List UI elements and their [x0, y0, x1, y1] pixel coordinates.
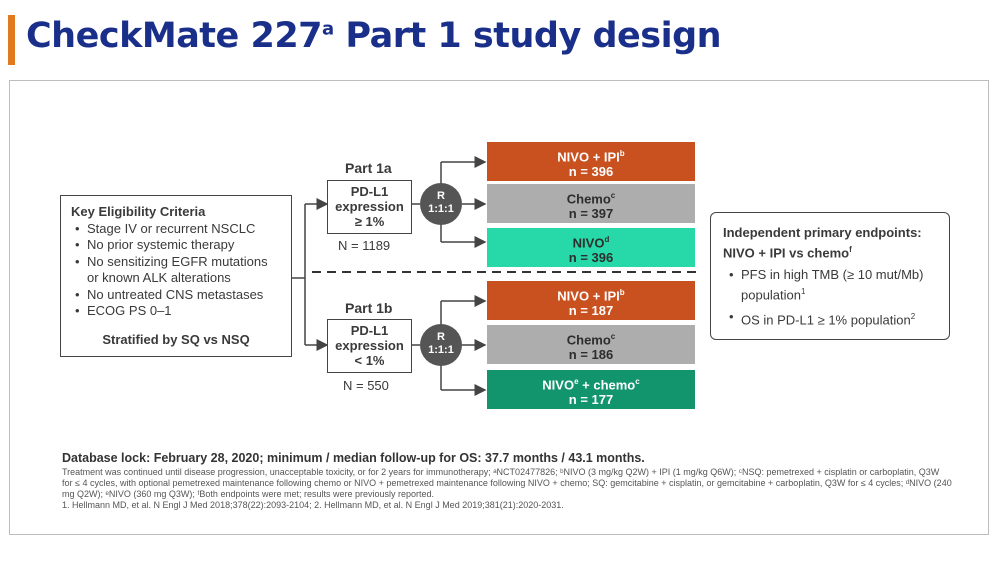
arm-n: n = 396: [568, 164, 614, 180]
endpoints-header-line: NIVO + IPI vs chemo: [723, 244, 850, 260]
eligibility-header: Key Eligibility Criteria: [71, 204, 206, 219]
arm-n: n = 187: [568, 303, 614, 319]
pdl1-label: expression: [335, 338, 404, 353]
pdl1-label: expression: [335, 199, 404, 214]
eligibility-criteria-box: Key Eligibility Criteria Stage IV or rec…: [60, 195, 292, 357]
stratification-note: Stratified by SQ vs NSQ: [102, 331, 250, 347]
part-1a-n: N = 1189: [338, 238, 391, 253]
part-1a-pdl1-box: PD-L1 expression ≥ 1%: [327, 180, 412, 234]
list-item: ECOG PS 0–1: [75, 303, 281, 320]
footnotes: Treatment was continued until disease pr…: [62, 467, 952, 511]
arm-label: Chemo: [566, 191, 611, 207]
list-item: No sensitizing EGFR mutations or known A…: [75, 254, 281, 287]
pdl1-label: PD-L1: [350, 184, 389, 199]
arm-n: n = 186: [568, 347, 614, 363]
list-item: OS in PD-L1 ≥ 1% population2: [729, 309, 937, 329]
part-1a-label: Part 1a: [345, 160, 392, 176]
list-item: PFS in high TMB (≥ 10 mut/Mb) population…: [729, 267, 937, 303]
page-title: CheckMate 227a Part 1 study design: [26, 16, 722, 56]
pdl1-threshold: ≥ 1%: [354, 214, 385, 229]
part-1b-n: N = 550: [343, 378, 389, 393]
part-1a-randomization: R 1:1:1: [420, 183, 462, 225]
diagram-frame: [9, 80, 989, 535]
arm-label: Chemo: [566, 332, 611, 348]
list-item: No untreated CNS metastases: [75, 287, 281, 304]
list-item: No prior systemic therapy: [75, 237, 281, 254]
rand-ratio: 1:1:1: [428, 344, 454, 356]
part-1b-pdl1-box: PD-L1 expression < 1%: [327, 319, 412, 373]
pdl1-threshold: < 1%: [354, 353, 385, 368]
endpoints-header-line: Independent primary endpoints:: [723, 225, 922, 240]
arm-1b-nivo-chemo: NIVOe + chemoc n = 177: [487, 370, 695, 409]
part-1b-randomization: R 1:1:1: [420, 324, 462, 366]
rand-label: R: [437, 331, 445, 343]
endpoints-header: Independent primary endpoints: NIVO + IP…: [723, 225, 937, 261]
arm-1b-nivo-ipi: NIVO + IPIb n = 187: [487, 281, 695, 320]
arm-label: + chemo: [578, 377, 636, 393]
references-text: 1. Hellmann MD, et al. N Engl J Med 2018…: [62, 500, 564, 510]
arm-n: n = 177: [568, 392, 614, 408]
pdl1-label: PD-L1: [350, 323, 389, 338]
rand-ratio: 1:1:1: [428, 203, 454, 215]
rand-label: R: [437, 190, 445, 202]
arm-n: n = 397: [568, 206, 614, 222]
endpoints-list: PFS in high TMB (≥ 10 mut/Mb) population…: [723, 267, 937, 328]
arm-1a-nivo-ipi: NIVO + IPIb n = 396: [487, 142, 695, 181]
arm-1a-nivo: NIVOd n = 396: [487, 228, 695, 267]
footnote-text: Treatment was continued until disease pr…: [62, 467, 952, 499]
arm-label: NIVO: [572, 235, 605, 251]
arm-label: NIVO + IPI: [557, 149, 620, 165]
arm-label: NIVO + IPI: [557, 288, 620, 304]
arm-1a-chemo: Chemoc n = 397: [487, 184, 695, 223]
eligibility-list: Stage IV or recurrent NSCLC No prior sys…: [71, 221, 281, 320]
list-item: Stage IV or recurrent NSCLC: [75, 221, 281, 238]
arm-n: n = 396: [568, 250, 614, 266]
arm-1b-chemo: Chemoc n = 186: [487, 325, 695, 364]
title-accent-bar: [8, 15, 15, 65]
arm-label: NIVO: [542, 377, 575, 393]
part-1b-label: Part 1b: [345, 300, 393, 316]
endpoints-box: Independent primary endpoints: NIVO + IP…: [710, 212, 950, 340]
database-lock-note: Database lock: February 28, 2020; minimu…: [62, 451, 645, 465]
